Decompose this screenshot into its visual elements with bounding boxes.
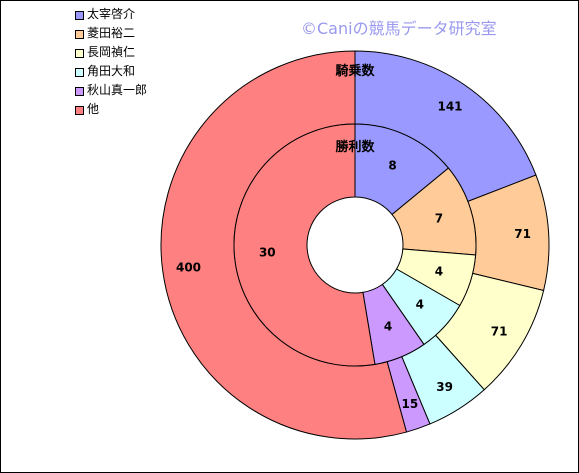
legend-label: 太宰啓介 <box>87 7 136 21</box>
series-label: 勝利数 <box>335 139 375 155</box>
data-label: 7 <box>435 212 443 226</box>
legend-label: 長岡禎仁 <box>87 45 136 59</box>
data-label: 4 <box>384 320 392 334</box>
legend-label: 秋山真一郎 <box>87 83 148 97</box>
donut-segment <box>233 123 376 367</box>
data-label: 8 <box>388 158 396 172</box>
legend-label: 他 <box>87 102 100 116</box>
data-label: 400 <box>176 260 201 274</box>
legend-label: 菱田裕二 <box>87 26 136 40</box>
legend-label: 角田大和 <box>87 64 136 78</box>
data-label: 15 <box>401 397 418 411</box>
legend-swatch <box>75 87 84 96</box>
data-label: 39 <box>436 380 453 394</box>
legend-swatch <box>75 49 84 58</box>
legend-swatch <box>75 106 84 115</box>
data-label: 141 <box>437 99 462 113</box>
data-label: 30 <box>259 245 276 259</box>
legend-swatch <box>75 68 84 77</box>
data-label: 71 <box>491 324 508 338</box>
legend-swatch <box>75 30 84 39</box>
series-label: 騎乗数 <box>335 63 375 79</box>
data-label: 4 <box>435 264 443 278</box>
watermark: ©Caniの競馬データ研究室 <box>301 19 497 38</box>
data-label: 4 <box>416 298 424 312</box>
legend-swatch <box>75 11 84 20</box>
data-label: 71 <box>514 227 531 241</box>
